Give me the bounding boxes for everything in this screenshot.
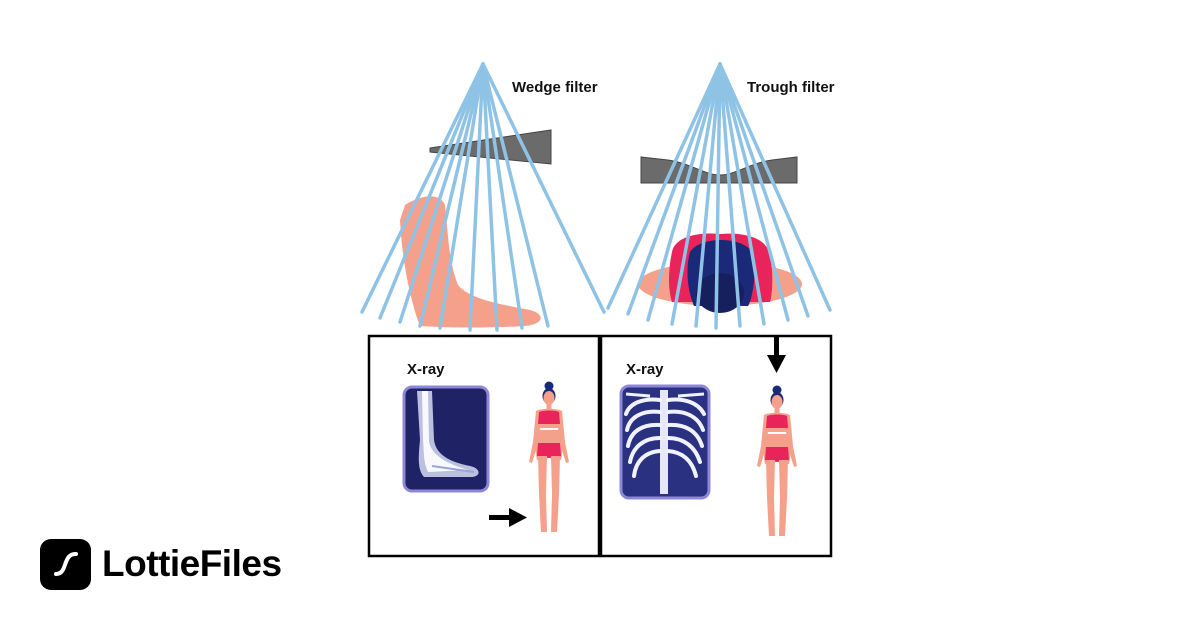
lottiefiles-logo-icon	[40, 538, 91, 590]
wedge-filter-label: Wedge filter	[512, 79, 598, 96]
woman-figure-right	[757, 385, 797, 536]
lottiefiles-logo: LottieFiles	[40, 538, 282, 590]
foot	[400, 196, 541, 328]
left-xray-label: X-ray	[407, 361, 445, 378]
down-pointing-arrow	[767, 337, 786, 373]
lottiefiles-wordmark: LottieFiles	[102, 543, 282, 584]
left-xray-beams	[360, 62, 606, 332]
woman-figure-left	[529, 381, 569, 532]
right-pointing-arrow	[489, 508, 527, 527]
trough-filter-label: Trough filter	[747, 79, 835, 96]
right-xray-beams	[606, 62, 832, 330]
chest-xray-image	[619, 384, 711, 500]
right-xray-label: X-ray	[626, 361, 664, 378]
foot-xray-image	[402, 385, 490, 493]
